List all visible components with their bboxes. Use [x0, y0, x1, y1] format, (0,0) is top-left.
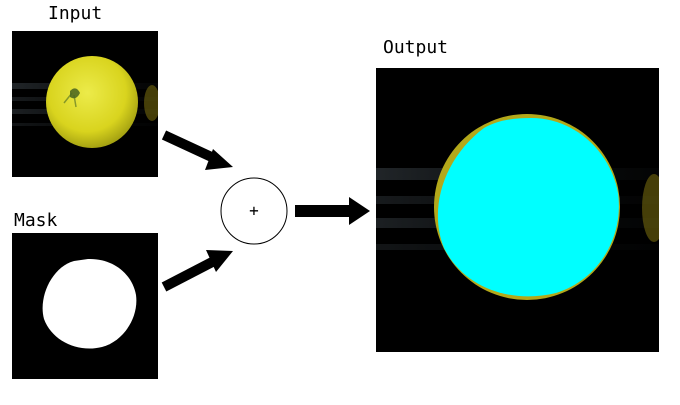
input-image: [12, 31, 158, 177]
fruit-shape: [46, 56, 138, 148]
operator-symbol: +: [249, 201, 259, 220]
operator-circle: [220, 177, 288, 245]
output-label: Output: [383, 37, 449, 58]
input-label: Input: [48, 3, 103, 24]
mask-label: Mask: [14, 210, 58, 231]
output-image: [376, 68, 659, 352]
mask-arrow: [161, 250, 233, 292]
input-arrow: [161, 130, 233, 170]
overlay-shape: [437, 118, 619, 297]
mask-image: [12, 233, 158, 379]
output-arrow: [295, 197, 370, 225]
mask-shape: [42, 258, 137, 349]
